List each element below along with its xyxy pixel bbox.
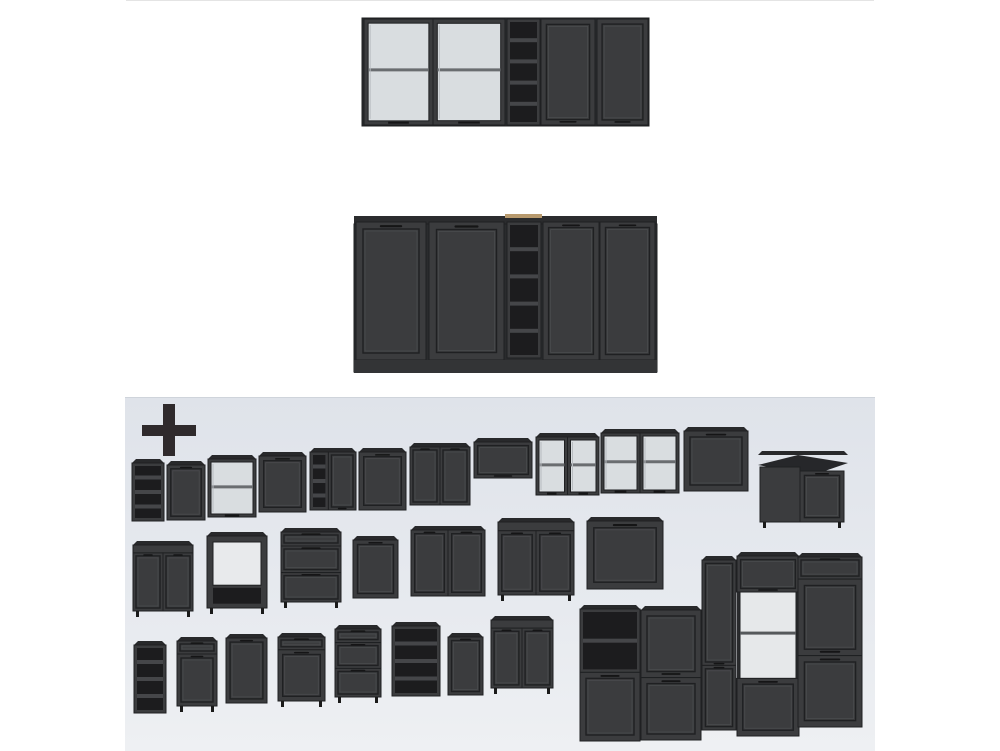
catalog-module-glassshelf bbox=[309, 448, 357, 511]
catalog-module-base2 bbox=[490, 616, 554, 694]
catalog-module-glass bbox=[207, 455, 257, 518]
catalog-module-drawers3 bbox=[280, 528, 342, 608]
catalog-module-door bbox=[586, 517, 664, 590]
catalog-module-drawerdoor bbox=[176, 637, 218, 712]
wall-cabinet-set bbox=[361, 17, 650, 127]
catalog-module-door bbox=[683, 427, 749, 492]
catalog-module-talloven bbox=[736, 552, 800, 737]
catalog-module-drawers3 bbox=[334, 625, 382, 703]
catalog-module-glass2 bbox=[600, 429, 680, 494]
catalog-module-flap bbox=[473, 438, 533, 479]
catalog-module-door bbox=[225, 634, 268, 704]
catalog-module-door bbox=[358, 448, 407, 511]
catalog-module-talldoor bbox=[640, 606, 702, 741]
plus-icon bbox=[142, 404, 196, 456]
catalog-module-oven bbox=[206, 532, 268, 614]
catalog-module-door bbox=[166, 461, 206, 521]
catalog-module-corner bbox=[758, 451, 848, 528]
catalog-module-shelf bbox=[131, 459, 165, 522]
catalog-module-door bbox=[258, 452, 307, 513]
catalog-module-glass2 bbox=[535, 433, 600, 496]
catalog-module-tallnarrow bbox=[701, 556, 737, 731]
catalog-module-tallopen bbox=[579, 605, 641, 742]
catalog-module-door2 bbox=[409, 443, 471, 506]
catalog-module-shelf bbox=[133, 641, 167, 714]
catalog-module-drawerdoor bbox=[277, 633, 326, 707]
catalog-module-door2 bbox=[410, 526, 486, 597]
top-divider bbox=[126, 0, 874, 1]
catalog-module-door bbox=[352, 536, 399, 599]
catalog-module-base2 bbox=[497, 518, 575, 601]
catalog-module-door bbox=[447, 633, 484, 696]
catalog-module-base2 bbox=[132, 541, 194, 617]
catalog-module-shelf bbox=[391, 622, 441, 697]
base-cabinet-set bbox=[353, 214, 658, 373]
catalog-module-tallfridge bbox=[797, 553, 863, 728]
